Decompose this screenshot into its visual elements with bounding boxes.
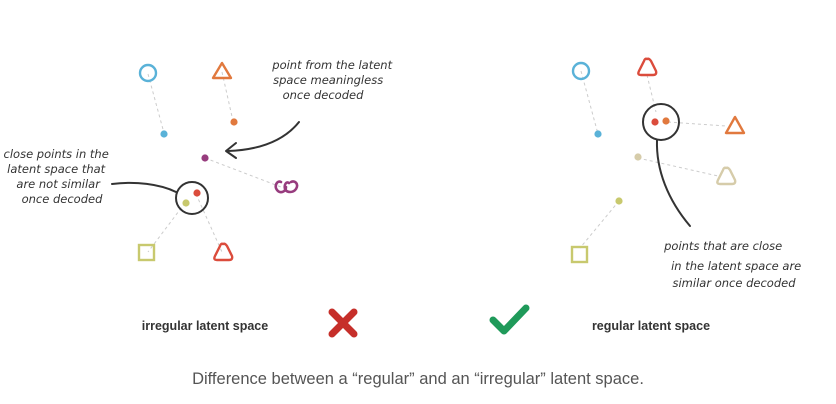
decoded-rounded-triangle-shape	[637, 57, 658, 77]
figure-caption: Difference between a “regular” and an “i…	[192, 370, 644, 388]
pointer-arrow	[225, 121, 300, 159]
close-points-highlight	[111, 181, 209, 215]
irregular-latent-space-panel: point from the latent space meaningless …	[4, 58, 395, 338]
irregular-space-label: irregular latent space	[142, 319, 268, 333]
latent-point-orange	[662, 117, 670, 125]
decoded-circle-shape	[571, 61, 591, 81]
latent-space-figure: point from the latent space meaningless …	[4, 57, 805, 338]
annotation-close-similar: points that are close in the latent spac…	[663, 239, 805, 290]
decoded-square-shape	[137, 243, 156, 262]
latent-point-olive	[615, 197, 623, 205]
check-mark-icon	[489, 304, 530, 335]
x-mark-icon	[328, 308, 358, 338]
decoded-square-shape	[570, 245, 589, 264]
latent-point-red	[193, 189, 201, 197]
latent-point-red	[651, 118, 659, 126]
latent-point-olive	[182, 199, 190, 207]
latent-point-purple	[201, 154, 209, 162]
decoded-triangle-shape	[211, 61, 233, 80]
regular-dashed-links	[579, 70, 727, 249]
regular-latent-space-panel: points that are close in the latent spac…	[489, 57, 805, 335]
latent-point-blue	[594, 130, 602, 138]
annotation-close-not-similar: close points in the latent space that ar…	[4, 147, 113, 206]
regular-space-label: regular latent space	[592, 319, 710, 333]
latent-point-orange	[230, 118, 238, 126]
latent-point-beige	[634, 153, 642, 161]
decoded-circle-shape	[138, 63, 158, 83]
close-points-highlight	[642, 103, 691, 227]
decoded-beige-rounded-triangle-shape	[716, 166, 737, 186]
decoded-rounded-triangle-shape	[213, 242, 234, 262]
irregular-dashed-links	[147, 71, 282, 253]
decoded-triangle-shape	[724, 115, 746, 135]
decoded-meaningless-shape	[274, 180, 299, 194]
latent-point-blue	[160, 130, 168, 138]
annotation-meaningless-point: point from the latent space meaningless …	[271, 58, 395, 102]
